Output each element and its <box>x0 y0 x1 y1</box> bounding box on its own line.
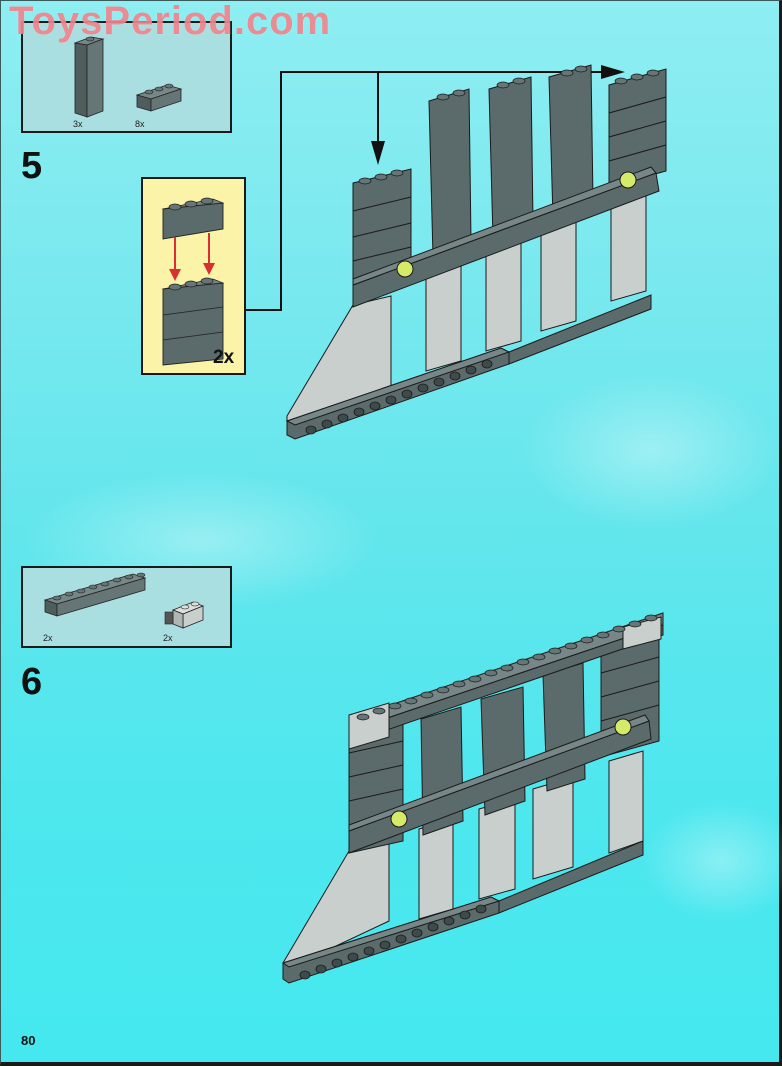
cloud-decoration <box>641 801 782 921</box>
subassembly-bricks-icon <box>161 197 225 366</box>
subassembly-qty: 2x <box>213 347 235 368</box>
brick-1x2x5-icon <box>73 36 105 118</box>
brick-1x3-icon <box>135 83 183 112</box>
step5-subassembly-box: 2x <box>141 177 246 375</box>
part-qty: 3x <box>73 119 83 129</box>
part-qty: 8x <box>135 119 145 129</box>
step-number: 5 <box>21 145 43 187</box>
part-qty: 2x <box>43 633 53 643</box>
step5-parts-box: 3x 8x <box>21 21 232 133</box>
wall-frame-step5-illustration <box>285 64 667 440</box>
brick-clip-icon <box>164 601 205 629</box>
page-number: 80 <box>21 1033 36 1048</box>
step6-parts-box: 2x 2x <box>21 566 232 648</box>
wall-frame-step6-illustration <box>281 612 664 984</box>
part-qty: 2x <box>163 633 173 643</box>
callout-arrows <box>246 65 625 311</box>
step-number: 6 <box>21 661 43 703</box>
cloud-decoration <box>521 371 781 531</box>
brick-1x8-icon <box>43 572 147 617</box>
watermark: ToysPeriod.com <box>9 0 332 43</box>
